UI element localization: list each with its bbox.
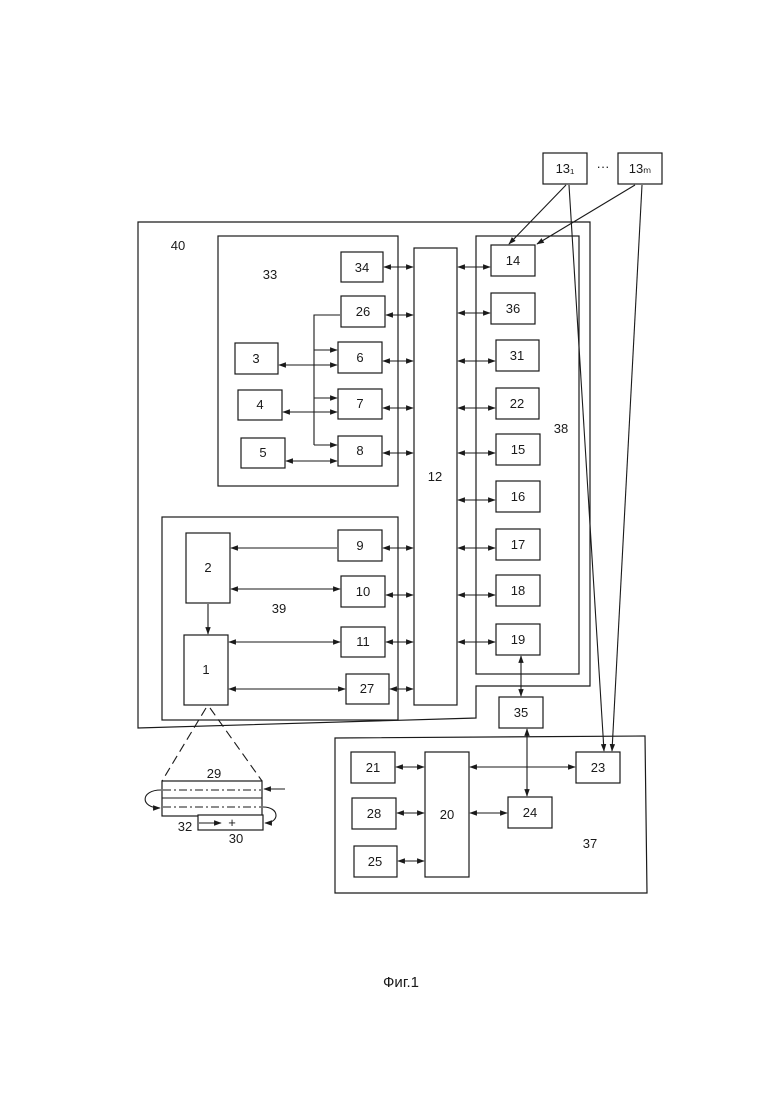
group-label-38: 38 [554,421,568,436]
link-26-fanout [314,315,340,445]
detail-loop-right [263,807,276,823]
block-27-label: 27 [360,681,374,696]
block-21-label: 21 [366,760,380,775]
group-label-37: 37 [583,836,597,851]
block-34-label: 34 [355,260,369,275]
block-13-1-label: 13₁ [556,161,575,176]
block-10-label: 10 [356,584,370,599]
block-28-label: 28 [367,806,381,821]
detail-label-29: 29 [207,766,221,781]
block-13-m-label: 13ₘ [629,161,652,176]
block-26-label: 26 [356,304,370,319]
block-24-label: 24 [523,805,537,820]
detail-guide-left [162,708,206,781]
group-label-33: 33 [263,267,277,282]
block-2-label: 2 [204,560,211,575]
link-13-1-to-14 [509,185,566,244]
block-8-label: 8 [356,443,363,458]
block-5-label: 5 [259,445,266,460]
ellipsis-label: ··· [597,159,610,174]
block-25-label: 25 [368,854,382,869]
block-16-label: 16 [511,489,525,504]
group-label-40: 40 [171,238,185,253]
block-22-label: 22 [510,396,524,411]
block-19-label: 19 [511,632,525,647]
block-3-label: 3 [252,351,259,366]
block-18-label: 18 [511,583,525,598]
block-14-label: 14 [506,253,520,268]
block-36-label: 36 [506,301,520,316]
block-31-label: 31 [510,348,524,363]
detail-plus: + [228,815,236,830]
detail-label-30: 30 [229,831,243,846]
block-35-label: 35 [514,705,528,720]
block-23-label: 23 [591,760,605,775]
block-1-label: 1 [202,662,209,677]
figure-caption: Фиг.1 [383,974,419,991]
group-label-39: 39 [272,601,286,616]
detail-loop-left [145,790,161,808]
link-13-1-to-23 [569,185,604,751]
detail-label-32: 32 [178,819,192,834]
link-13-m-to-23 [612,185,642,751]
block-12-label: 12 [428,469,442,484]
block-4-label: 4 [256,397,263,412]
block-15-label: 15 [511,442,525,457]
block-7-label: 7 [356,396,363,411]
block-6-label: 6 [356,350,363,365]
block-11-label: 11 [356,634,370,649]
block-9-label: 9 [356,538,363,553]
block-20-label: 20 [440,807,454,822]
block-17-label: 17 [511,537,525,552]
link-13-m-to-14 [537,185,635,244]
